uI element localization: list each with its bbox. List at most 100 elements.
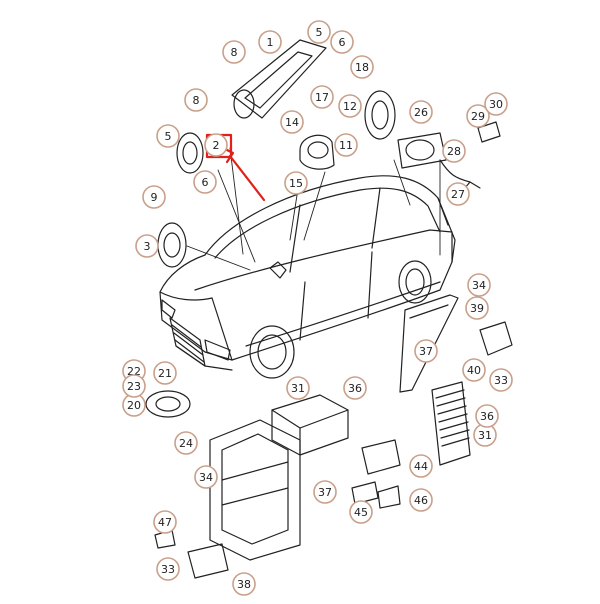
speaker-part-3 — [157, 222, 187, 268]
callout-number: 34 — [199, 471, 213, 484]
callout-c24: 24 — [174, 431, 198, 455]
callout-c34: 34 — [194, 465, 218, 489]
component-part-45 — [351, 481, 379, 505]
callout-number: 31 — [291, 382, 305, 395]
callout-number: 40 — [467, 364, 481, 377]
callout-circle — [153, 510, 177, 534]
callout-c44: 44 — [409, 454, 433, 478]
callout-circle — [484, 92, 508, 116]
callout-c9: 9 — [142, 185, 166, 209]
callout-c47: 47 — [153, 510, 177, 534]
callout-c34b: 34 — [467, 273, 491, 297]
callout-c37: 37 — [313, 480, 337, 504]
callout-number: 39 — [470, 302, 484, 315]
front-wheel — [249, 325, 295, 379]
callout-number: 12 — [343, 100, 357, 113]
callout-number: 6 — [339, 36, 346, 49]
callout-number: 14 — [285, 116, 299, 129]
callout-c6b: 6 — [330, 30, 354, 54]
callout-circle — [414, 339, 438, 363]
callout-number: 9 — [151, 191, 158, 204]
callout-number: 36 — [480, 410, 494, 423]
callout-number: 18 — [355, 61, 369, 74]
callout-number: 44 — [414, 460, 428, 473]
callout-number: 2 — [213, 139, 220, 152]
callout-circle — [122, 374, 146, 398]
callout-number: 15 — [289, 177, 303, 190]
callout-circle — [258, 30, 282, 54]
callout-number: 17 — [315, 91, 329, 104]
callout-circle — [409, 488, 433, 512]
callout-number: 30 — [489, 98, 503, 111]
speaker-part-12 — [364, 90, 396, 140]
subwoofer-part-26 — [397, 132, 447, 169]
callout-c36: 36 — [343, 376, 367, 400]
callout-c2: 2 — [204, 133, 228, 157]
callout-circle — [222, 40, 246, 64]
callout-number: 27 — [451, 188, 465, 201]
callout-number: 37 — [318, 486, 332, 499]
callout-circle — [307, 20, 331, 44]
callout-circle — [350, 55, 374, 79]
speaker-part-2 — [176, 132, 204, 174]
callout-number: 3 — [144, 240, 151, 253]
door-panel-part-1 — [231, 39, 327, 119]
callout-number: 26 — [414, 106, 428, 119]
callout-circle — [409, 100, 433, 124]
callout-number: 21 — [158, 367, 172, 380]
callout-group: 1235566889111214151718202122232426272829… — [122, 20, 513, 596]
callout-number: 11 — [339, 139, 353, 152]
callout-circle — [286, 376, 310, 400]
component-part-33-bottom — [187, 543, 229, 579]
callout-number: 46 — [414, 494, 428, 507]
callout-c27: 27 — [446, 182, 470, 206]
callout-c11: 11 — [334, 133, 358, 157]
callout-circle — [343, 376, 367, 400]
callout-number: 28 — [447, 145, 461, 158]
callout-c8b: 8 — [184, 88, 208, 112]
callout-number: 8 — [231, 46, 238, 59]
callout-c45: 45 — [349, 500, 373, 524]
callout-c40: 40 — [462, 358, 486, 382]
callout-circle — [349, 500, 373, 524]
tweeter-part-11 — [299, 134, 335, 170]
callout-circle — [446, 182, 470, 206]
callout-number: 37 — [419, 345, 433, 358]
callout-number: 45 — [354, 506, 368, 519]
callout-number: 6 — [202, 176, 209, 189]
callout-circle — [465, 296, 489, 320]
callout-circle — [193, 170, 217, 194]
callout-number: 33 — [494, 374, 508, 387]
callout-c5: 5 — [156, 124, 180, 148]
callout-circle — [184, 88, 208, 112]
callout-circle — [153, 361, 177, 385]
mounting-frame-part-34 — [209, 419, 301, 561]
callout-number: 1 — [267, 36, 274, 49]
callout-c1: 1 — [258, 30, 282, 54]
callout-number: 20 — [127, 399, 141, 412]
callout-c37b: 37 — [414, 339, 438, 363]
callout-number: 38 — [237, 578, 251, 591]
callout-circle — [330, 30, 354, 54]
callout-c21: 21 — [153, 361, 177, 385]
callout-circle — [466, 104, 490, 128]
callout-number: 47 — [158, 516, 172, 529]
callout-circle — [475, 404, 499, 428]
callout-circle — [442, 139, 466, 163]
callout-number: 34 — [472, 279, 486, 292]
callout-circle — [135, 234, 159, 258]
callout-circle — [204, 133, 228, 157]
callout-number: 29 — [471, 110, 485, 123]
callout-c14: 14 — [280, 110, 304, 134]
callout-c8: 8 — [222, 40, 246, 64]
callout-c29: 29 — [466, 104, 490, 128]
speaker-part-20 — [145, 390, 191, 418]
callout-circle — [284, 171, 308, 195]
highlight-arrow-line — [228, 154, 266, 202]
callout-circle — [156, 124, 180, 148]
callout-c18: 18 — [350, 55, 374, 79]
callout-c38: 38 — [232, 572, 256, 596]
callout-circle — [232, 572, 256, 596]
radio-unit-part-31-center — [271, 394, 349, 456]
